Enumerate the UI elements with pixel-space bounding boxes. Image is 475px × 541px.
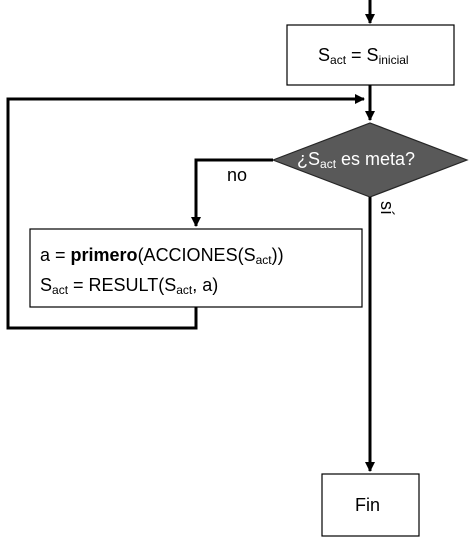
action-line-2: Sact = RESULT(Sact, a)	[40, 274, 218, 296]
action-line1-close: ))	[271, 245, 284, 265]
init-s: S	[318, 45, 331, 65]
edge-label-no: no	[227, 165, 248, 185]
init-sub2: inicial	[378, 53, 409, 67]
action-line1-open: (ACCIONES(S	[137, 245, 256, 265]
action-line1-sub: act	[255, 253, 272, 267]
action-line2-end: , a)	[192, 275, 219, 295]
action-line1-a: a =	[40, 245, 71, 265]
action-line-1: a = primero(ACCIONES(Sact))	[40, 244, 284, 266]
action-box	[29, 228, 363, 308]
action-line2-sub2: act	[176, 283, 193, 297]
end-box-label: Fin	[355, 495, 381, 515]
init-box-label: Sact = Sinicial	[318, 44, 409, 66]
action-line2-mid: = RESULT(S	[68, 275, 177, 295]
edge-label-si: sí	[377, 201, 397, 216]
init-eq: = S	[346, 45, 379, 65]
end-box	[321, 473, 420, 537]
no-branch-arrow	[191, 158, 273, 227]
action-line2-sub: act	[52, 283, 69, 297]
loop-back-line	[6, 94, 365, 330]
decision-suffix: es meta?	[336, 149, 416, 169]
decision-sub: act	[320, 157, 337, 171]
init-s-sub: act	[330, 53, 347, 67]
decision-prefix: ¿S	[297, 149, 321, 169]
decision-diamond	[271, 122, 469, 198]
action-line1-bold: primero	[70, 245, 138, 265]
action-line2-s: S	[40, 275, 53, 295]
decision-label: ¿Sact es meta?	[297, 148, 415, 170]
